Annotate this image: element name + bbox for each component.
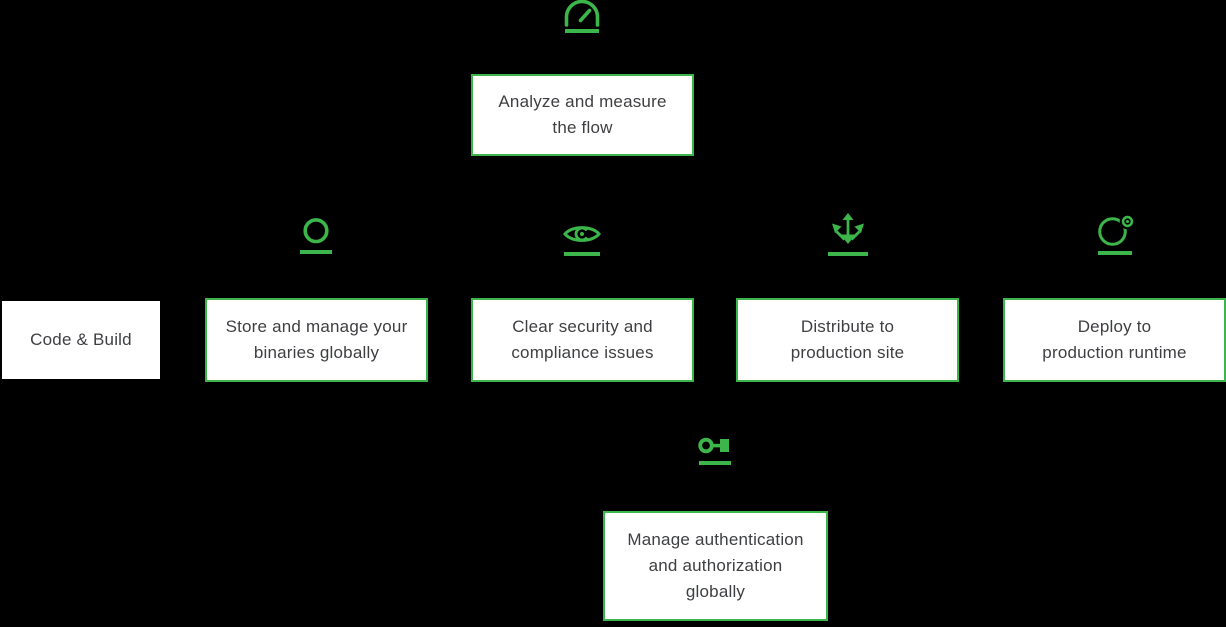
eye-icon	[563, 225, 601, 256]
node-label-line: and authorization	[648, 556, 783, 575]
node-deploy: Deploy to production runtime	[1003, 298, 1226, 382]
node-analyze-measure: Analyze and measure the flow	[471, 74, 694, 156]
node-security-compliance: Clear security and compliance issues	[471, 298, 694, 382]
key-icon	[698, 437, 733, 465]
node-label-line: binaries globally	[253, 343, 380, 362]
node-label-line: production runtime	[1042, 343, 1187, 362]
node-distribute: Distribute to production site	[736, 298, 959, 382]
node-store-binaries: Store and manage your binaries globally	[205, 298, 428, 382]
node-label-line: Clear security and	[512, 317, 653, 336]
orbit-circle-icon	[1096, 213, 1136, 255]
node-label-line: compliance issues	[511, 343, 654, 362]
node-label-line: Code & Build	[30, 330, 132, 349]
node-label-line: Manage authentication	[627, 530, 804, 549]
node-label-line: the flow	[552, 118, 613, 137]
node-label-line: Deploy to	[1077, 317, 1152, 336]
node-label-line: production site	[790, 343, 905, 362]
node-label-line: Distribute to	[800, 317, 895, 336]
node-label-line: Analyze and measure	[498, 92, 667, 111]
node-label-line: globally	[685, 582, 746, 601]
node-code-build: Code & Build	[2, 301, 160, 379]
node-auth: Manage authentication and authorization …	[603, 511, 828, 621]
gauge-icon	[564, 0, 600, 33]
distribution-arrows-icon	[828, 213, 868, 256]
node-label-line: Store and manage your	[225, 317, 408, 336]
circle-icon	[300, 218, 332, 254]
